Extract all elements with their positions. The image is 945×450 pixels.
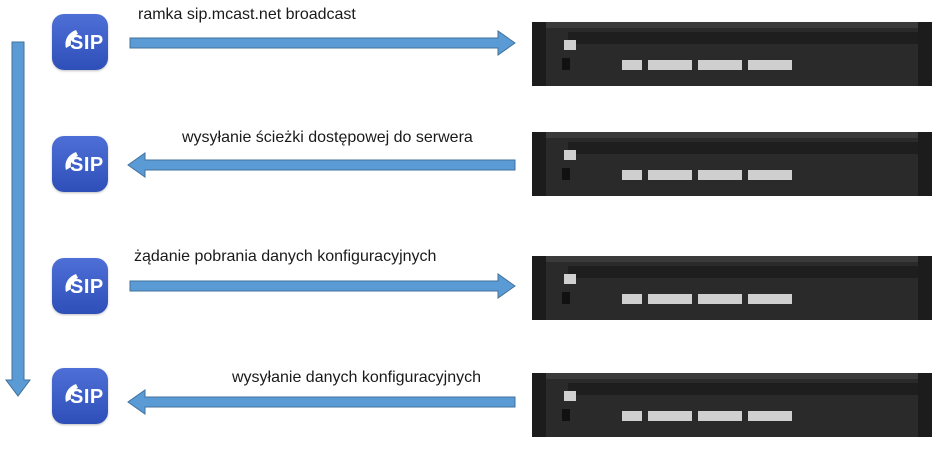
network-switch-device — [532, 373, 932, 437]
message-label: wysyłanie danych konfiguracyjnych — [232, 369, 482, 386]
sip-icon-label: SIP — [70, 386, 104, 408]
network-switch-device — [532, 256, 932, 320]
sip-icon: SIP — [52, 368, 108, 424]
sip-icon: SIP — [52, 258, 108, 314]
sip-icon-label: SIP — [70, 154, 104, 176]
message-label: wysyłanie ścieżki dostępowej do serwera — [182, 129, 473, 146]
message-label: żądanie pobrania danych konfiguracyjnych — [134, 248, 437, 265]
sip-icon: SIP — [52, 136, 108, 192]
sip-icon: SIP — [52, 14, 108, 70]
sip-icon-label: SIP — [70, 276, 104, 298]
network-switch-device — [532, 22, 932, 86]
sip-icon-label: SIP — [70, 32, 104, 54]
message-label: ramka sip.mcast.net broadcast — [138, 6, 356, 23]
network-switch-device — [532, 132, 932, 196]
